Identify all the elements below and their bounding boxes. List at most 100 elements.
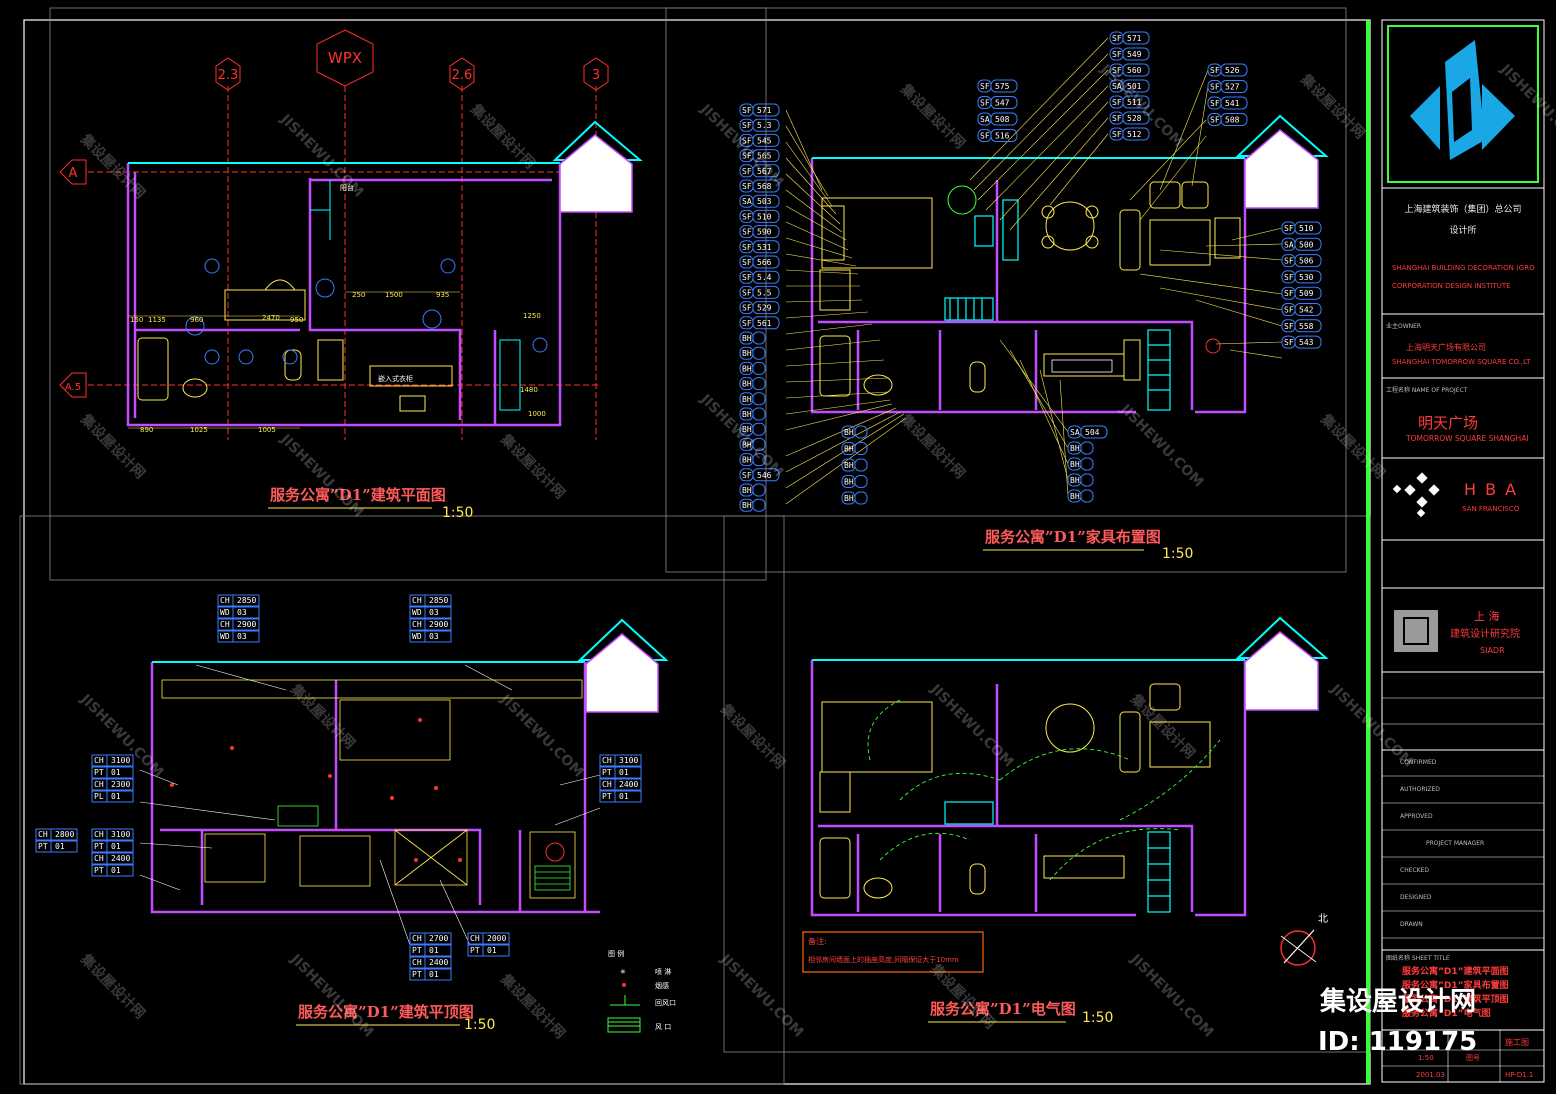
tag-code: SF — [1284, 322, 1294, 331]
project-cn: 明天广场 — [1418, 414, 1478, 432]
bathtub — [137, 337, 169, 401]
tag-code: SF — [1112, 130, 1122, 139]
ceiling-tag-code: CH — [94, 780, 104, 789]
ceiling-tag-value: 01 — [111, 768, 121, 777]
ceiling-tag-value: 2300 — [111, 780, 130, 789]
furniture-tag: BH — [841, 491, 868, 505]
tag-code: BH — [1070, 444, 1080, 453]
svg-text:1000: 1000 — [528, 410, 546, 418]
ceiling-tag-code: PT — [38, 842, 48, 851]
north-arrow: 北 — [1280, 913, 1328, 966]
ceiling-tag-code: PT — [602, 768, 612, 777]
ceiling-tag-value: 3100 — [111, 756, 130, 765]
ceiling-tag-code: CH — [94, 830, 104, 839]
tag-number: 516 — [995, 132, 1010, 141]
ceiling-tag-value: 03 — [237, 608, 247, 617]
owner-en: SHANGHAI TOMORROW SQUARE CO.,LT — [1392, 358, 1531, 366]
company-name: 上海建筑装饰（集团）总公司 — [1404, 203, 1521, 215]
tag-code: BH — [844, 494, 854, 503]
tag-number: 504 — [1085, 428, 1100, 437]
svg-text:✳: ✳ — [620, 968, 626, 976]
tag-code: BH — [742, 395, 752, 404]
ceiling-tag-code: CH — [470, 934, 480, 943]
furniture-tag: BH — [841, 425, 868, 439]
furniture-tag: BH — [739, 346, 766, 360]
tag-code: SF — [742, 288, 752, 297]
viewport-furniture — [665, 7, 1347, 573]
ceiling-tag-code: CH — [94, 854, 104, 863]
tag-number: 545 — [757, 136, 772, 145]
furniture-tag: BH — [739, 437, 766, 451]
tag-code: BH — [742, 440, 752, 449]
ceiling-tag-value: 01 — [55, 842, 65, 851]
gable-symbol — [585, 633, 659, 713]
ceiling-tag-value: 03 — [429, 632, 439, 641]
tag-code: SF — [742, 121, 752, 130]
hba-name: H B A — [1464, 480, 1518, 499]
ceiling-tag-value: 2900 — [429, 620, 448, 629]
tag-number: 571 — [1127, 34, 1142, 43]
dimension-labels: 150 1135 960 2470 950 250 1500 935 1250 … — [130, 291, 546, 434]
furniture-tag: BH — [841, 442, 868, 455]
ceiling-tag-code: CH — [602, 756, 612, 765]
tag-number: 5.3 — [757, 121, 772, 130]
tag-code: SF — [742, 471, 752, 480]
ceiling-tag-code: CH — [220, 596, 230, 605]
svg-text:150: 150 — [130, 316, 143, 324]
title-block: 上海建筑装饰（集团）总公司 设计所 SHANGHAI BUILDING DECO… — [1381, 19, 1545, 1083]
tag-number: 510 — [757, 212, 772, 221]
tag-number: 568 — [757, 182, 772, 191]
ceiling-tag-code: CH — [412, 958, 422, 967]
furniture-tag: BH — [739, 331, 766, 345]
ceiling-tag-code: CH — [412, 620, 422, 629]
tag-number: 501 — [1127, 82, 1142, 91]
furniture-tag: SF 571 — [1109, 31, 1150, 45]
furniture-tag: SF 5.3 — [739, 118, 780, 132]
svg-text:960: 960 — [190, 316, 203, 324]
tag-code: BH — [742, 456, 752, 465]
tag-code: SA — [742, 197, 752, 206]
furniture-tag: BH — [739, 392, 766, 406]
svg-text:935: 935 — [436, 291, 449, 299]
ceiling-tag-code: CH — [602, 780, 612, 789]
furniture-tag: BH — [739, 483, 766, 497]
viewport-plan — [49, 7, 767, 581]
tag-code: SA — [1070, 428, 1080, 437]
ceiling-tag-code: WD — [412, 632, 422, 641]
tag-number: 571 — [757, 106, 772, 115]
wardrobe — [369, 365, 453, 387]
tag-code: SF — [1112, 98, 1122, 107]
furniture-tag: BH — [1067, 473, 1094, 487]
tag-code: SF — [1112, 34, 1122, 43]
approval-role: CONFIRMED — [1400, 759, 1437, 766]
ceiling-tag-value: 2800 — [55, 830, 74, 839]
drawing-date: 2001.03 — [1416, 1071, 1445, 1079]
project-en: TOMORROW SQUARE SHANGHAI — [1405, 434, 1529, 443]
ceiling-tag-code: PT — [412, 946, 422, 955]
approval-role: CHECKED — [1400, 867, 1429, 874]
sheet-title-3: 服务公寓”D1”建筑平顶图 — [1402, 993, 1509, 1005]
tag-number: 561 — [757, 319, 772, 328]
approval-role: DRAWN — [1400, 921, 1423, 928]
ceiling-tag-value: 01 — [429, 970, 439, 979]
tag-code: SF — [980, 99, 990, 108]
furniture-tag: BH — [739, 453, 766, 467]
